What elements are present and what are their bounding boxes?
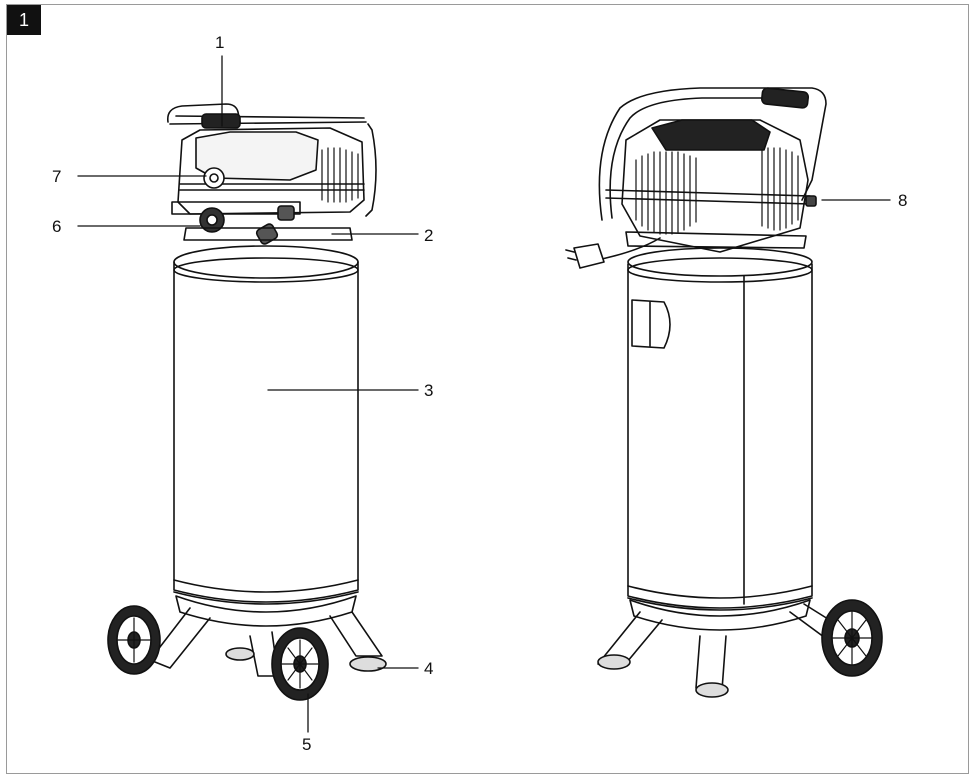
figure-number-badge: 1 bbox=[7, 5, 41, 35]
front-wheel-left bbox=[107, 605, 161, 675]
rear-tank-bottom-ring bbox=[627, 585, 813, 599]
rear-compressor-illustration bbox=[565, 87, 883, 698]
leader-lines bbox=[77, 55, 891, 733]
rear-handle-inner bbox=[609, 97, 809, 219]
rear-head-top-cover bbox=[651, 119, 771, 151]
rear-power-cord bbox=[589, 237, 661, 263]
front-regulator-center bbox=[206, 214, 218, 226]
rear-tank-body bbox=[627, 263, 813, 609]
rear-handle-grip bbox=[760, 87, 810, 109]
front-handle bbox=[166, 103, 377, 217]
front-gauge-dial bbox=[209, 173, 219, 183]
figure-frame: 1 bbox=[6, 4, 969, 774]
rear-head-base bbox=[625, 231, 807, 249]
rear-tank-label-cutout bbox=[631, 299, 671, 349]
front-compressor-illustration bbox=[107, 103, 387, 701]
rear-tank-top-rim-2 bbox=[627, 257, 813, 283]
callout-2: 2 bbox=[424, 226, 433, 245]
callout-labels: 1 2 3 4 5 6 7 8 bbox=[52, 33, 907, 754]
front-foot-center bbox=[225, 647, 255, 661]
front-handle-bar bbox=[169, 115, 367, 125]
rear-plug-pins bbox=[565, 249, 577, 261]
rear-head-band bbox=[605, 189, 811, 197]
callout-3: 3 bbox=[424, 381, 433, 400]
front-leg-right bbox=[329, 611, 383, 657]
rear-foot-left bbox=[597, 654, 631, 670]
callout-8: 8 bbox=[898, 191, 907, 210]
rear-head-band-2 bbox=[605, 197, 811, 205]
front-tank-body bbox=[173, 261, 359, 603]
rear-handle bbox=[598, 87, 827, 221]
front-compressor-head bbox=[177, 127, 365, 215]
front-tank-bottom-ring-2 bbox=[173, 591, 359, 605]
callout-5: 5 bbox=[302, 735, 311, 754]
front-manifold bbox=[171, 201, 301, 215]
front-handle-grip bbox=[201, 113, 241, 129]
callout-7: 7 bbox=[52, 167, 61, 186]
front-leg-left bbox=[149, 607, 211, 669]
rear-head-fins-right bbox=[761, 147, 799, 231]
rear-power-plug bbox=[573, 243, 605, 269]
front-head-fins bbox=[321, 147, 359, 203]
front-head-base bbox=[183, 227, 353, 241]
front-head-top-cover bbox=[195, 131, 319, 181]
front-foot-right bbox=[349, 656, 387, 672]
front-coupler-2 bbox=[277, 205, 295, 221]
rear-wheel bbox=[821, 599, 883, 677]
rear-tank-skirt bbox=[629, 599, 811, 631]
rear-leg-center bbox=[695, 635, 727, 691]
front-quick-coupler bbox=[255, 223, 279, 245]
callout-6: 6 bbox=[52, 217, 61, 236]
callout-4: 4 bbox=[424, 659, 433, 678]
rear-tank-top-rim bbox=[627, 247, 813, 277]
callout-1: 1 bbox=[215, 33, 224, 52]
front-wheel-right bbox=[271, 627, 329, 701]
rear-foot-center bbox=[695, 682, 729, 698]
front-tank-skirt bbox=[175, 595, 357, 627]
front-tank-bottom-ring bbox=[173, 579, 359, 593]
rear-tank-bottom-ring-2 bbox=[627, 597, 813, 611]
front-pressure-gauge bbox=[203, 167, 225, 189]
rear-side-fitting bbox=[805, 195, 817, 207]
